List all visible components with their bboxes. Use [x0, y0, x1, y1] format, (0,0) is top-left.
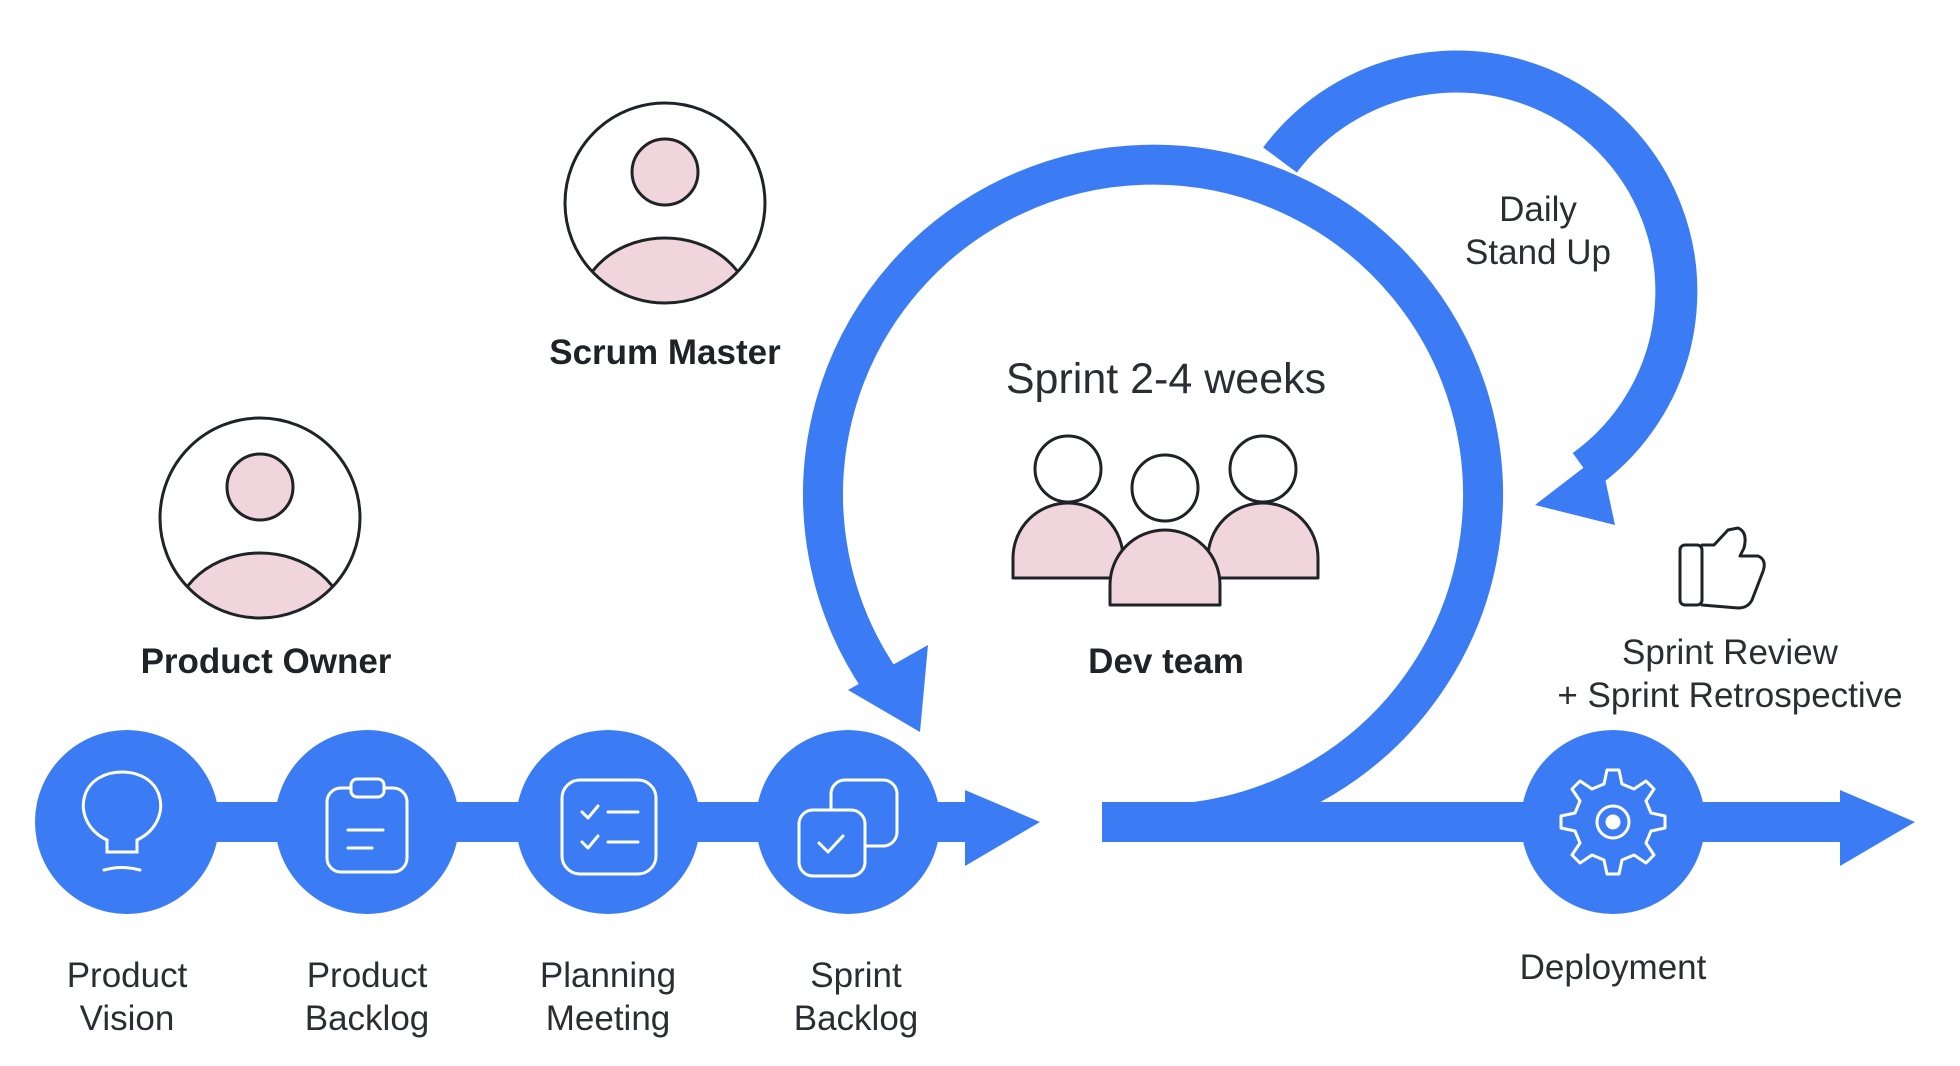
scrum-master-avatar — [563, 101, 767, 305]
step-label-line1: Sprint — [810, 956, 902, 995]
daily-standup-arrow — [1263, 50, 1698, 525]
step-label-line2: Backlog — [304, 998, 430, 1038]
sprint-review-label: Sprint Review + Sprint Retrospective — [1530, 632, 1930, 717]
step-label-sprint-backlog: Sprint Backlog — [756, 955, 956, 1040]
sprint-review-line1: Sprint Review — [1622, 633, 1838, 672]
step-label-product-vision: Product Vision — [27, 955, 227, 1040]
sprint-review-line2: + Sprint Retrospective — [1557, 675, 1903, 715]
deployment-label: Deployment — [1519, 948, 1707, 987]
scrum-master-label: Scrum Master — [549, 333, 781, 372]
step-label-line1: Product — [306, 956, 428, 995]
step-product-backlog[interactable] — [275, 730, 459, 914]
step-planning-meeting[interactable] — [516, 730, 700, 914]
dev-team-label: Dev team — [1088, 642, 1244, 681]
step-label-product-backlog: Product Backlog — [267, 955, 467, 1040]
daily-standup-line1: Daily — [1499, 190, 1577, 229]
step-deployment[interactable] — [1521, 730, 1705, 914]
lightbulb-icon — [81, 770, 163, 872]
thumbs-up-icon — [1678, 526, 1766, 610]
step-label-line1: Planning — [539, 956, 677, 995]
step-label-line2: Backlog — [793, 998, 919, 1038]
stacked-tasks-icon — [797, 778, 899, 878]
step-label-line2: Meeting — [545, 998, 671, 1038]
product-owner-avatar — [158, 416, 362, 620]
step-label-line2: Vision — [79, 998, 175, 1038]
deployment-flow-arrow — [1108, 790, 1915, 866]
gear-icon — [1559, 768, 1667, 876]
product-owner-label: Product Owner — [140, 642, 392, 681]
sprint-loop-arrow — [803, 144, 1503, 842]
dev-team-icon — [1011, 434, 1320, 607]
step-product-vision[interactable] — [35, 730, 219, 914]
daily-standup-line2: Stand Up — [1465, 232, 1611, 272]
checklist-icon — [560, 778, 658, 876]
step-label-line1: Product — [66, 956, 188, 995]
step-label-planning-meeting: Planning Meeting — [508, 955, 708, 1040]
sprint-title: Sprint 2-4 weeks — [1005, 355, 1327, 403]
daily-standup-label: Daily Stand Up — [1388, 189, 1688, 274]
step-sprint-backlog[interactable] — [756, 730, 940, 914]
clipboard-icon — [325, 777, 409, 874]
